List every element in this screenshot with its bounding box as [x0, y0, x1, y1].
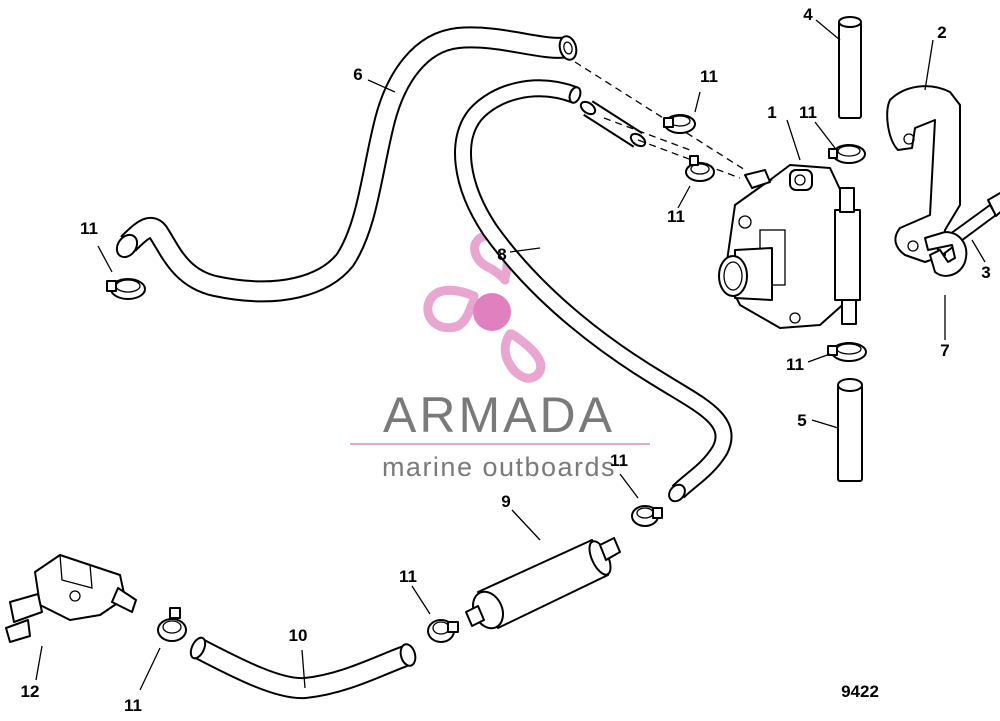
p-clip [924, 231, 968, 277]
watermark-tagline: marine outboards [382, 452, 616, 482]
mounting-bracket [886, 85, 961, 263]
leader-lines [35, 19, 986, 691]
watermark-brand: ARMADA [383, 387, 615, 443]
callout-11-clamp-left: 11 [80, 219, 98, 238]
callout-labels: 1 2 3 4 5 6 7 8 9 10 11 11 11 11 11 11 1… [21, 5, 991, 715]
diagram-reference-number: 9422 [841, 682, 879, 701]
callout-5: 5 [797, 411, 806, 430]
short-hose-connector [579, 100, 647, 148]
hose-clamp-pump-bottom [827, 342, 867, 362]
hose-clamp-filter-outlet [631, 505, 663, 527]
callout-12: 12 [21, 682, 40, 701]
callout-3: 3 [981, 263, 990, 282]
hose-clamp-left [106, 278, 146, 300]
watermark-wordmark: ARMADA marine outboards [350, 387, 650, 482]
hose-clamp-upper [663, 114, 696, 134]
callout-2: 2 [937, 23, 946, 42]
fuel-hose-5 [837, 378, 863, 482]
fuel-pump [718, 164, 861, 329]
hose-clamp-pump-top [828, 144, 866, 164]
callout-1: 1 [767, 103, 776, 122]
callout-11-clamp-upper: 11 [700, 67, 718, 86]
callout-11-clamp-bottom-left: 11 [124, 696, 142, 715]
callout-9: 9 [501, 492, 510, 511]
callout-11-clamp-filter-outlet: 11 [610, 451, 628, 470]
callout-6: 6 [353, 65, 362, 84]
hose-clamp-middle [685, 155, 715, 182]
fuel-hose-8 [454, 79, 733, 503]
inline-fuel-filter [465, 537, 621, 630]
callout-10: 10 [289, 626, 308, 645]
watermark-rule [350, 443, 650, 445]
callout-11-clamp-pump-bottom: 11 [786, 355, 804, 374]
hose-clamp-bottom-left [157, 607, 187, 642]
fuel-hose-4 [838, 16, 862, 119]
fuel-connector-fitting [5, 554, 137, 643]
callout-4: 4 [803, 5, 813, 24]
hose-clamp-filter-inlet [427, 619, 459, 643]
callout-11-clamp-middle: 11 [667, 207, 685, 226]
callout-11-clamp-pump-top: 11 [799, 103, 817, 122]
armada-logo-icon [423, 231, 546, 383]
callout-8: 8 [497, 245, 506, 264]
callout-7: 7 [940, 341, 949, 360]
callout-11-clamp-filter-inlet: 11 [399, 567, 417, 586]
fuel-hose-6 [115, 26, 578, 303]
